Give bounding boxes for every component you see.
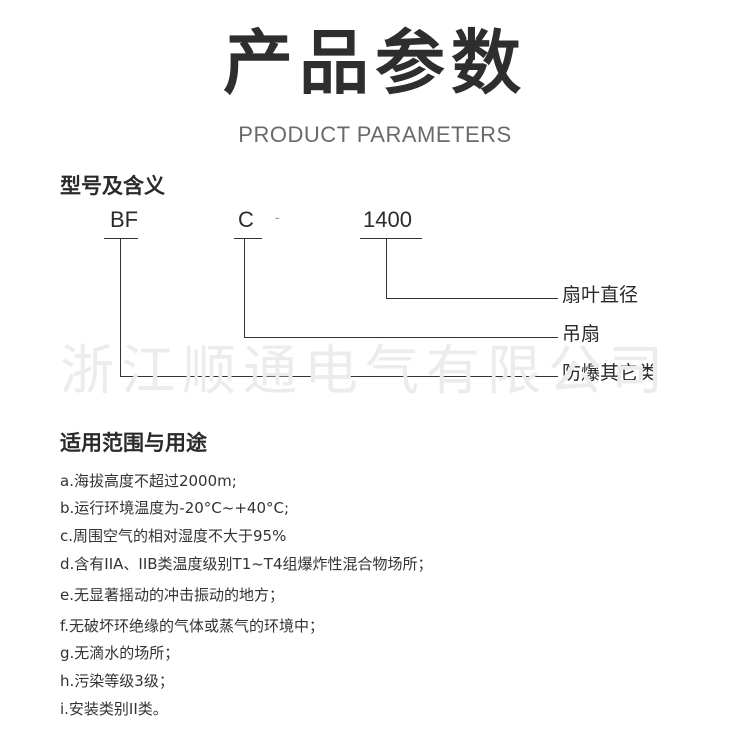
connector-size-vertical	[386, 238, 387, 299]
usage-item-c: c.周围空气的相对湿度不大于95%	[60, 527, 287, 545]
usage-item-e: e.无显著摇动的冲击振动的地方；	[60, 586, 284, 604]
usage-item-a: a.海拔高度不超过2000m;	[60, 472, 237, 490]
connector-bf-horizontal	[120, 376, 558, 377]
underline-c	[234, 238, 262, 239]
connector-size-horizontal	[386, 298, 558, 299]
meaning-ceiling-fan: 吊扇	[562, 323, 601, 345]
usage-item-h: h.污染等级3级；	[60, 672, 174, 690]
usage-item-d: d.含有IIA、IIB类温度级别T1~T4组爆炸性混合物场所；	[60, 555, 433, 573]
connector-c-horizontal	[244, 337, 558, 338]
connector-c-vertical	[244, 238, 245, 338]
model-section-title: 型号及含义	[60, 174, 165, 198]
company-watermark: 浙江顺通电气有限公司	[60, 339, 670, 402]
model-code-c: C	[238, 207, 254, 232]
page-title: 产品参数	[223, 22, 527, 104]
underline-size	[360, 238, 422, 239]
underline-bf	[104, 238, 138, 239]
model-code-size: 1400	[363, 207, 412, 232]
connector-bf-vertical	[120, 238, 121, 377]
usage-item-i: i.安装类别II类。	[60, 700, 168, 718]
usage-item-g: g.无滴水的场所；	[60, 644, 180, 662]
usage-section-title: 适用范围与用途	[60, 431, 207, 455]
model-separator: -	[275, 209, 280, 225]
meaning-blade-diameter: 扇叶直径	[562, 284, 639, 306]
usage-item-b: b.运行环境温度为-20°C~+40°C;	[60, 499, 290, 517]
page-subtitle: PRODUCT PARAMETERS	[238, 122, 512, 147]
meaning-explosion-proof: 防爆其它类	[562, 362, 658, 384]
usage-item-f: f.无破坏环绝缘的气体或蒸气的环境中；	[60, 617, 324, 635]
model-code-bf: BF	[110, 207, 139, 232]
